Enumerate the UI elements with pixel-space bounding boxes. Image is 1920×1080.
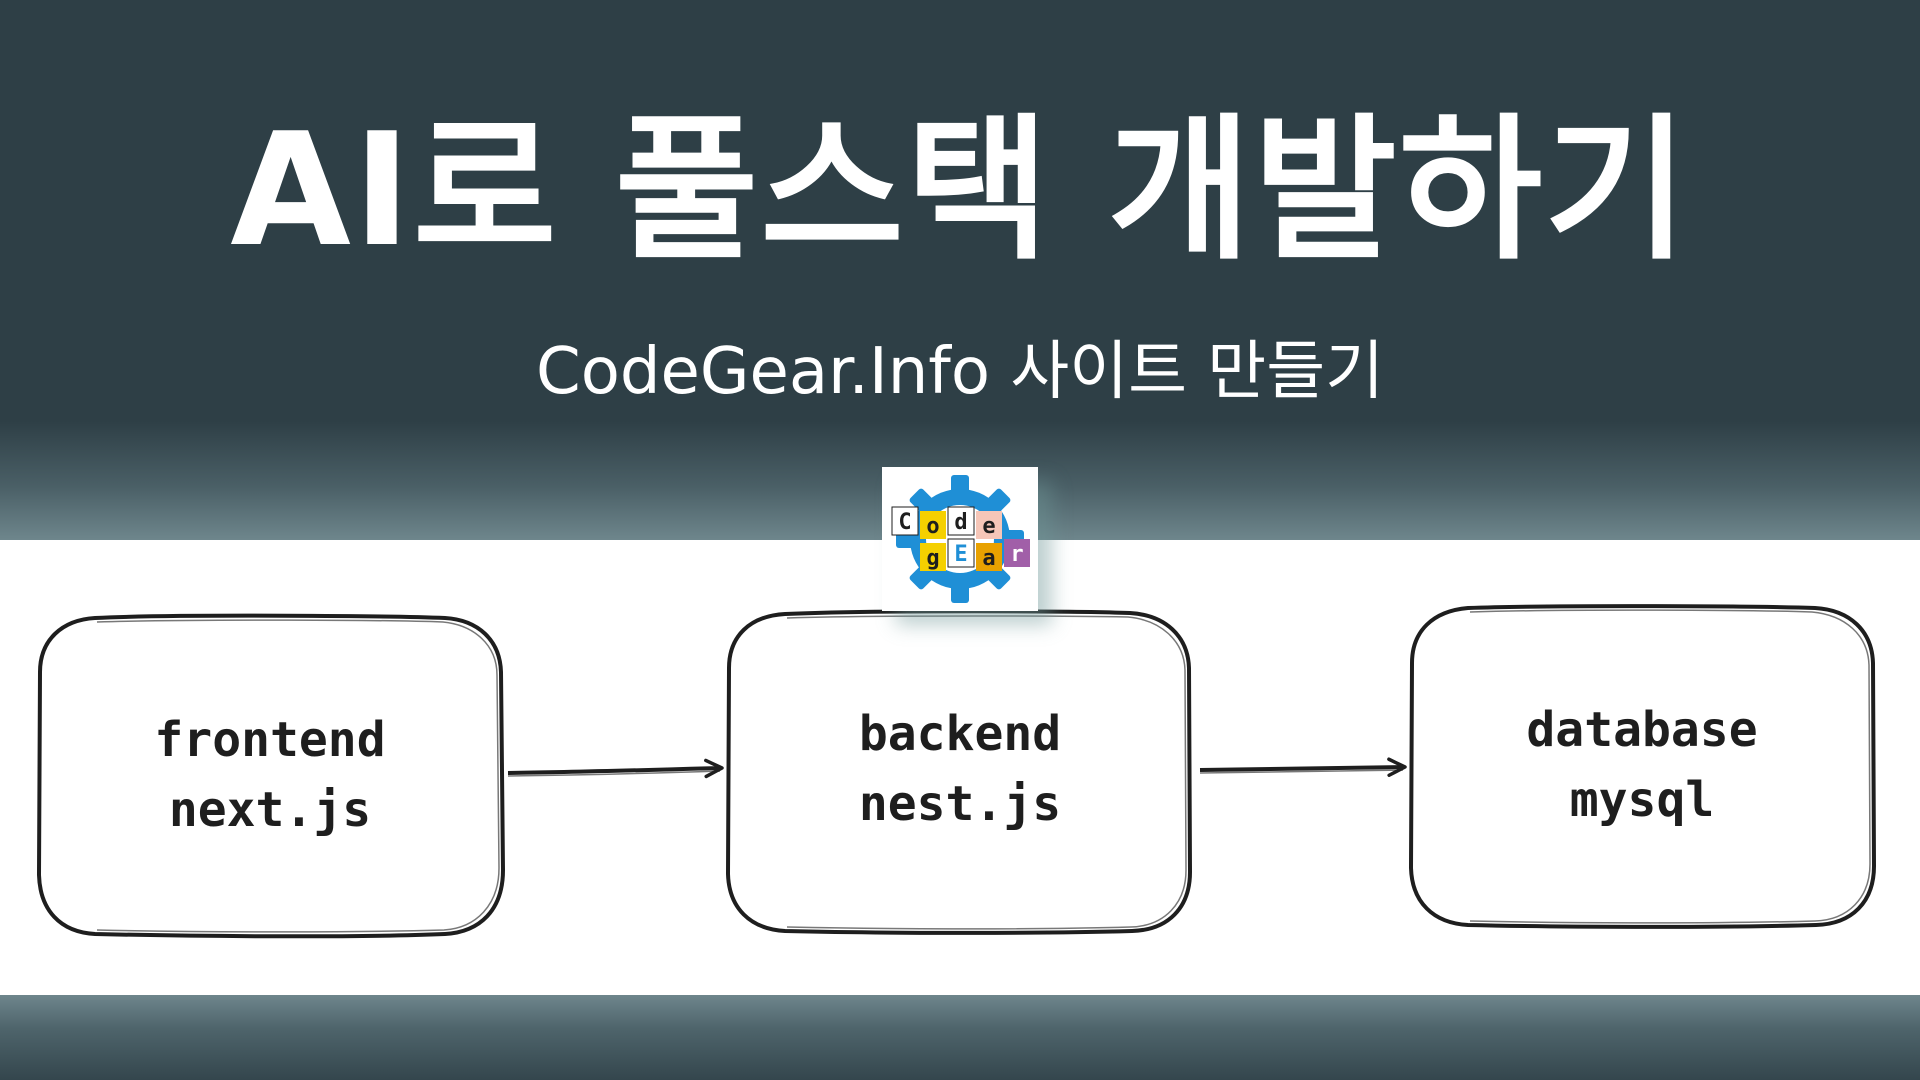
node-database-line2: mysql bbox=[1570, 772, 1715, 828]
page-title: AI로 풀스택 개발하기 bbox=[230, 99, 1690, 281]
header-banner: AI로 풀스택 개발하기 CodeGear.Info 사이트 만들기 bbox=[0, 0, 1920, 540]
node-frontend-box bbox=[36, 613, 506, 939]
node-backend-box bbox=[725, 609, 1193, 935]
edge-frontend-backend bbox=[507, 758, 724, 779]
logo-letter: o bbox=[926, 514, 939, 539]
node-frontend-line2: next.js bbox=[169, 782, 371, 838]
logo-letter: e bbox=[982, 514, 995, 539]
node-frontend-line1: frontend bbox=[154, 712, 385, 768]
node-backend-box-sketch bbox=[786, 615, 1187, 930]
edge-frontend-backend-sketch bbox=[507, 770, 721, 777]
edge-backend-database bbox=[1199, 757, 1407, 777]
logo-letter: E bbox=[954, 542, 967, 567]
node-backend-line1: backend bbox=[859, 706, 1061, 762]
node-frontend: frontend next.js bbox=[36, 613, 506, 939]
node-frontend-box-sketch bbox=[96, 619, 500, 933]
node-database-line1: database bbox=[1526, 702, 1757, 758]
node-backend-line2: nest.js bbox=[859, 776, 1061, 832]
node-database-box-sketch bbox=[1469, 609, 1871, 924]
logo-letter: a bbox=[982, 546, 995, 571]
logo-letter: d bbox=[954, 510, 967, 535]
page-subtitle: CodeGear.Info 사이트 만들기 bbox=[536, 335, 1384, 409]
logo-letter: C bbox=[898, 510, 911, 535]
node-database: database mysql bbox=[1408, 604, 1877, 929]
gear-icon: C o d e g E a r bbox=[891, 475, 1030, 603]
node-database-box bbox=[1408, 604, 1877, 929]
logo-letter: g bbox=[926, 546, 939, 571]
edge-backend-database-sketch bbox=[1199, 769, 1404, 774]
node-backend: backend nest.js bbox=[725, 609, 1193, 935]
codegear-logo: C o d e g E a r bbox=[882, 467, 1038, 611]
footer-band bbox=[0, 995, 1920, 1080]
logo-letter: r bbox=[1010, 542, 1023, 567]
